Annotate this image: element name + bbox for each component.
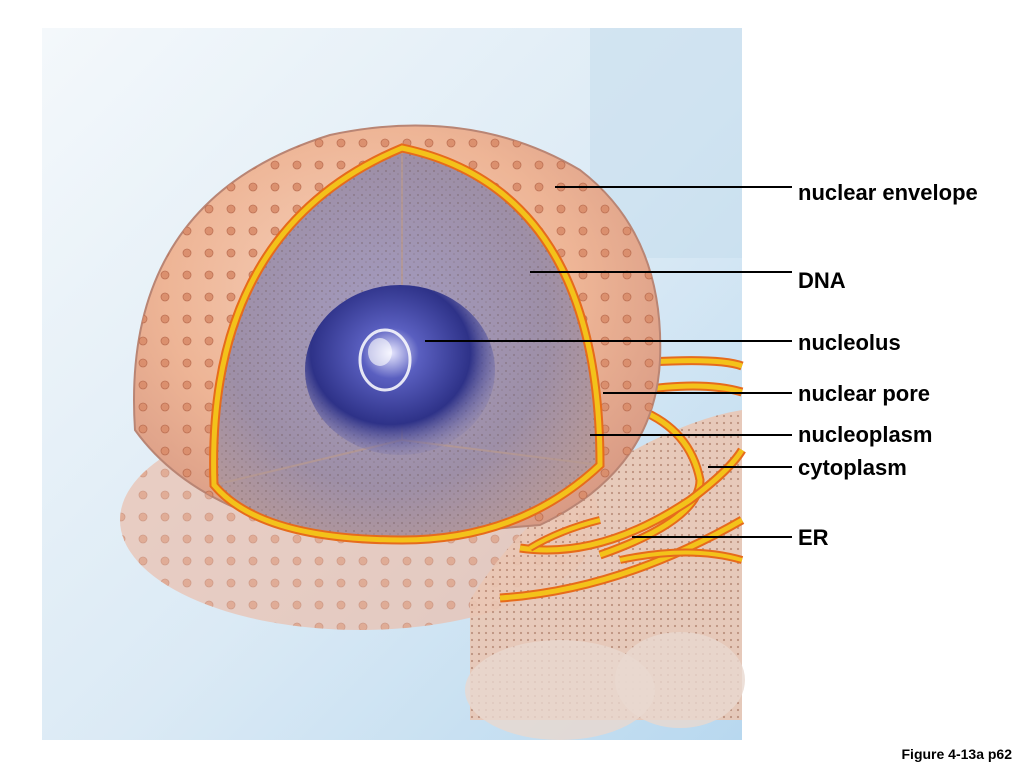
label-nucleolus: nucleolus [798, 330, 901, 355]
er-membranes [465, 356, 746, 740]
nucleolus-body [305, 285, 495, 455]
label-nucleoplasm: nucleoplasm [798, 422, 933, 447]
label-nuclear-envelope: nuclear envelope [798, 180, 978, 205]
label-er: ER [798, 525, 829, 550]
figure-caption: Figure 4-13a p62 [901, 746, 1013, 762]
label-dna: DNA [798, 268, 846, 293]
label-cytoplasm: cytoplasm [798, 455, 907, 480]
leader-lines [425, 186, 792, 538]
label-nuclear-pore: nuclear pore [798, 381, 931, 406]
